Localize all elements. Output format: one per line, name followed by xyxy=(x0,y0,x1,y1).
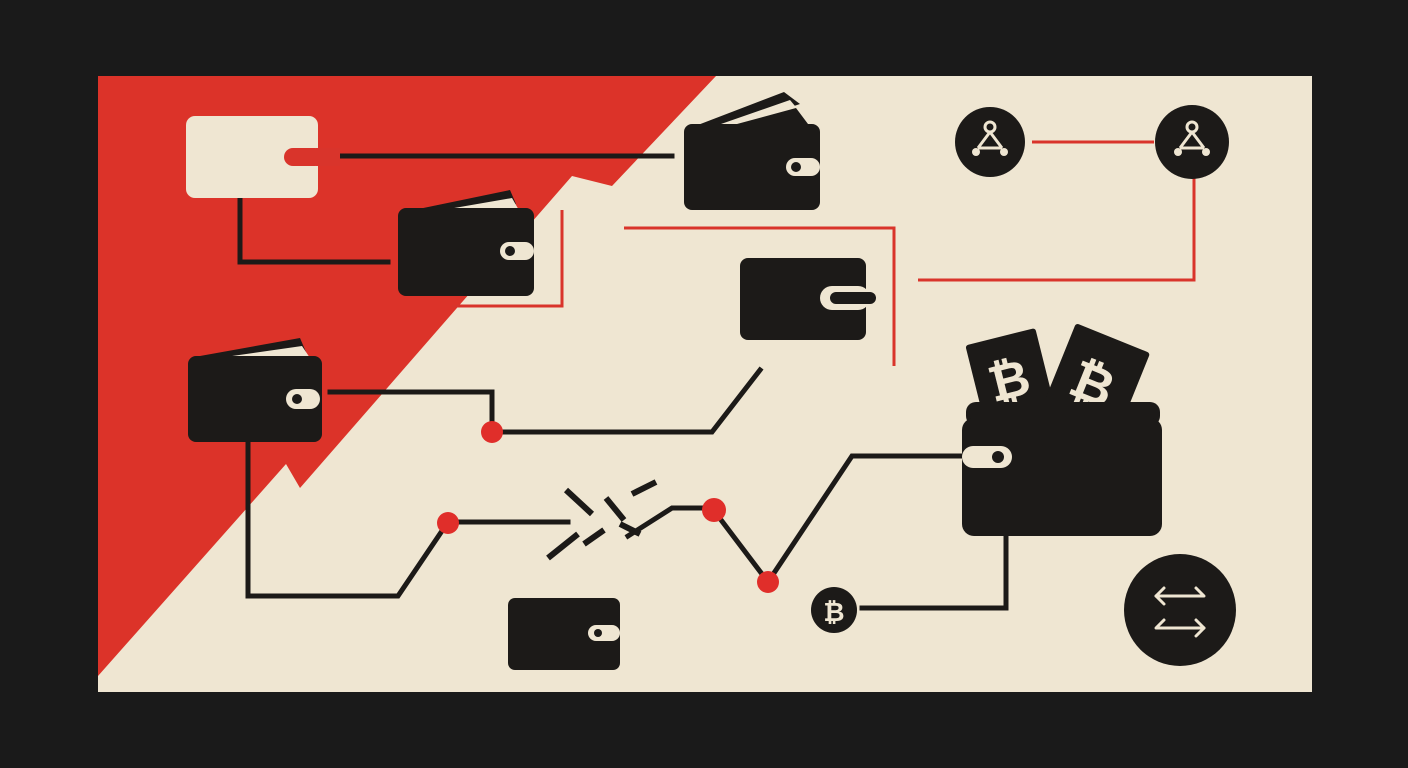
red-connector-line xyxy=(918,178,1196,282)
exchange-arrows-icon xyxy=(1124,554,1236,666)
wallet-icon xyxy=(188,338,322,442)
transaction-node xyxy=(702,498,726,522)
wallet-icon xyxy=(186,116,340,198)
red-connector-lines xyxy=(452,140,1196,366)
bitcoin-wallet-icon: ₿ ₿ xyxy=(962,324,1162,536)
wallet-icon xyxy=(684,92,820,210)
red-diagonal-region xyxy=(98,76,716,676)
network-node-icon xyxy=(955,107,1025,177)
wallet-icon xyxy=(398,190,534,296)
transaction-node xyxy=(481,421,503,443)
red-connector-line xyxy=(452,210,564,308)
bitcoin-icon: ₿ xyxy=(811,587,857,633)
wallet-icon xyxy=(740,258,876,340)
wallet-icon xyxy=(508,598,620,670)
transaction-nodes xyxy=(437,421,779,593)
connector-line xyxy=(859,533,1009,611)
broken-link-icon xyxy=(546,479,658,561)
transaction-node xyxy=(437,512,459,534)
red-connector-line xyxy=(624,226,896,366)
connector-line xyxy=(245,437,571,599)
bitcoin-symbol: ₿ xyxy=(823,598,844,628)
connector-line xyxy=(237,197,391,265)
transaction-node xyxy=(757,571,779,593)
connector-line xyxy=(624,453,965,587)
network-node-icon xyxy=(1155,105,1229,179)
